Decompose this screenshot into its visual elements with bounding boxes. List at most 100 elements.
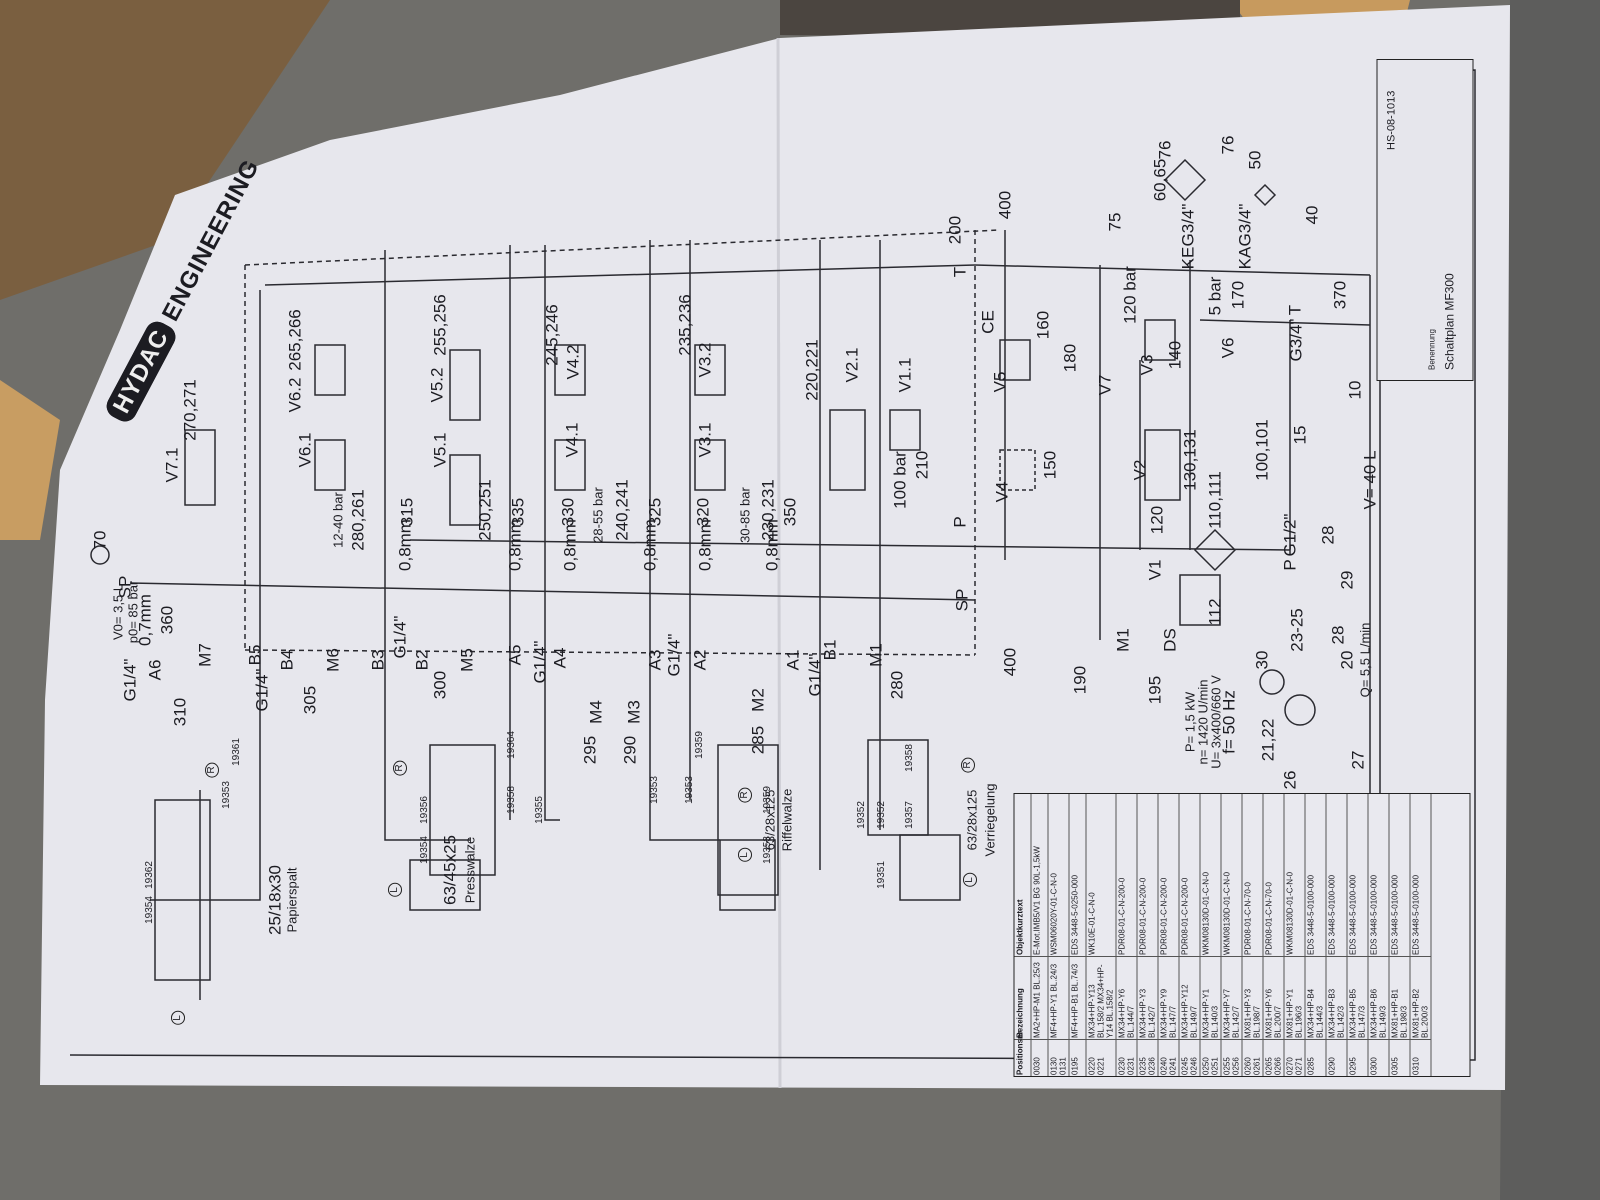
schematic-label: 170 (1228, 280, 1248, 310)
table-cell: WKM08130D-01-C-N-0 (1201, 871, 1211, 955)
table-cell: MX81+HP-Y1 BL.196/3 (1284, 956, 1305, 1039)
schematic-label: M2 (748, 688, 768, 712)
schematic-label: KE (1178, 246, 1198, 270)
schematic-label: V4.2 (563, 344, 583, 380)
schematic-label: 19362 (144, 861, 155, 889)
document-number: HS-08-1013 (1385, 90, 1398, 150)
table-cell: 0250 0251 (1200, 1039, 1221, 1076)
schematic-label: 60,65 (1150, 158, 1170, 202)
schematic-label: 19357 (904, 801, 915, 829)
column-header: Objektkurztext (1015, 899, 1025, 955)
schematic-label: V2 (1130, 459, 1150, 481)
table-cell: 0260 0261 (1242, 1039, 1263, 1076)
schematic-label: 112 (1205, 598, 1225, 626)
table-cell: 0030 (1031, 1039, 1048, 1076)
schematic-label: 120 bar (1120, 266, 1140, 324)
table-cell: 0245 0246 (1179, 1039, 1200, 1076)
schematic-label: T (1285, 304, 1305, 316)
circle-symbol-label: R (393, 760, 407, 776)
schematic-label: A2 (690, 649, 710, 671)
circle-symbol-label: R (738, 787, 752, 803)
table-cell: MX34+HP-Y7 BL.142/7 (1221, 956, 1242, 1039)
schematic-label: V3.2 (695, 342, 715, 378)
table-cell: PDR08-01-C-N-70-0 (1264, 882, 1274, 955)
table-cell: 0230 0231 (1116, 1039, 1137, 1076)
schematic-label: 30 (1252, 650, 1272, 670)
table-cell: 0295 (1347, 1039, 1368, 1076)
table-cell: PDR08-01-C-N-200-0 (1180, 877, 1190, 955)
schematic-label: G1/4" (120, 658, 140, 702)
schematic-label: 27 (1348, 750, 1368, 770)
schematic-label: 63/45x25 (440, 835, 460, 905)
circle-symbol-label: L (171, 1011, 185, 1025)
schematic-label: Verriegelung (982, 783, 998, 857)
table-cell: MF4+HP-Y1 BL.24/3 (1048, 956, 1069, 1039)
schematic-label: 29 (1337, 570, 1357, 590)
wood-plank (0, 380, 60, 540)
schematic-label: M7 (195, 643, 215, 667)
schematic-label: V0= 3,5 L (110, 583, 126, 641)
schematic-label: T (950, 266, 970, 278)
schematic-label: M1 (1113, 628, 1133, 652)
schematic-label: 19353 (762, 836, 773, 864)
schematic-label: CE (978, 310, 998, 334)
schematic-label: 370 (1330, 280, 1350, 310)
schematic-label: 120 (1147, 505, 1167, 535)
schematic-label: 325 (645, 497, 665, 527)
table-cell: EDS 3448-5-0100-000 (1327, 874, 1337, 955)
table-cell: E-Mot.IMB5/V1 BG 90L-1,5kW (1032, 846, 1042, 955)
schematic-label: 19353 (649, 776, 660, 804)
schematic-label: 305 (300, 685, 320, 715)
schematic-label: M6 (323, 648, 343, 672)
schematic-label: 19358 (904, 744, 915, 772)
schematic-label: 75 (1105, 212, 1125, 232)
schematic-label: 285 (748, 725, 768, 755)
schematic-label: 280,261 (348, 489, 368, 551)
schematic-label: M3 (624, 700, 644, 724)
table-cell: MF4+HP-B1 BL.74/3 (1069, 956, 1086, 1039)
schematic-label: 19359 (762, 786, 773, 814)
schematic-label: 200 (945, 215, 965, 245)
schematic-label: 40 (1302, 205, 1322, 225)
schematic-label: 0,8mm (505, 519, 525, 571)
table-cell: 0240 0241 (1158, 1039, 1179, 1076)
schematic-label: B4 (277, 649, 297, 671)
schematic-label: 320 (693, 497, 713, 527)
schematic-label: 310 (170, 697, 190, 727)
schematic-label: 19356 (419, 796, 430, 824)
schematic-label: V6 (1218, 337, 1238, 359)
table-cell: MX81+HP-Y6 BL.200/7 (1263, 956, 1284, 1039)
schematic-label: 25/18x30 (265, 865, 285, 935)
wood-crate (0, 0, 330, 300)
schematic-label: 28 (1318, 525, 1338, 545)
schematic-label: V5 (990, 371, 1010, 393)
table-cell: MX34+HP-Y3 BL.142/7 (1137, 956, 1158, 1039)
schematic-label: 19353 (221, 781, 232, 809)
schematic-label: 280 (887, 670, 907, 700)
schematic-label: 19353 (684, 776, 695, 804)
schematic-label: 130,131 (1180, 429, 1200, 491)
table-cell: WK10E-01-C-N-0 (1087, 892, 1097, 955)
table-cell: MX81+HP-B2 BL.200/3 (1410, 956, 1431, 1039)
schematic-label: P (950, 516, 970, 528)
table-cell: MX34+HP-Y6 BL.144/7 (1116, 956, 1137, 1039)
schematic-label: P (1280, 559, 1300, 571)
schematic-label: 19361 (231, 738, 242, 766)
schematic-label: SP (952, 588, 972, 612)
schematic-label: G1/4" (664, 633, 684, 677)
table-cell: WKM08130D-01-C-N-0 (1285, 871, 1295, 955)
schematic-label: B2 (412, 649, 432, 671)
schematic-label: A1 (783, 649, 803, 671)
schematic-label: Riffelwalze (779, 788, 795, 852)
table-cell: MX34+HP-Y12 BL.149/7 (1179, 956, 1200, 1039)
table-cell: 0285 (1305, 1039, 1326, 1076)
table-cell: 0130 0131 (1048, 1039, 1069, 1076)
